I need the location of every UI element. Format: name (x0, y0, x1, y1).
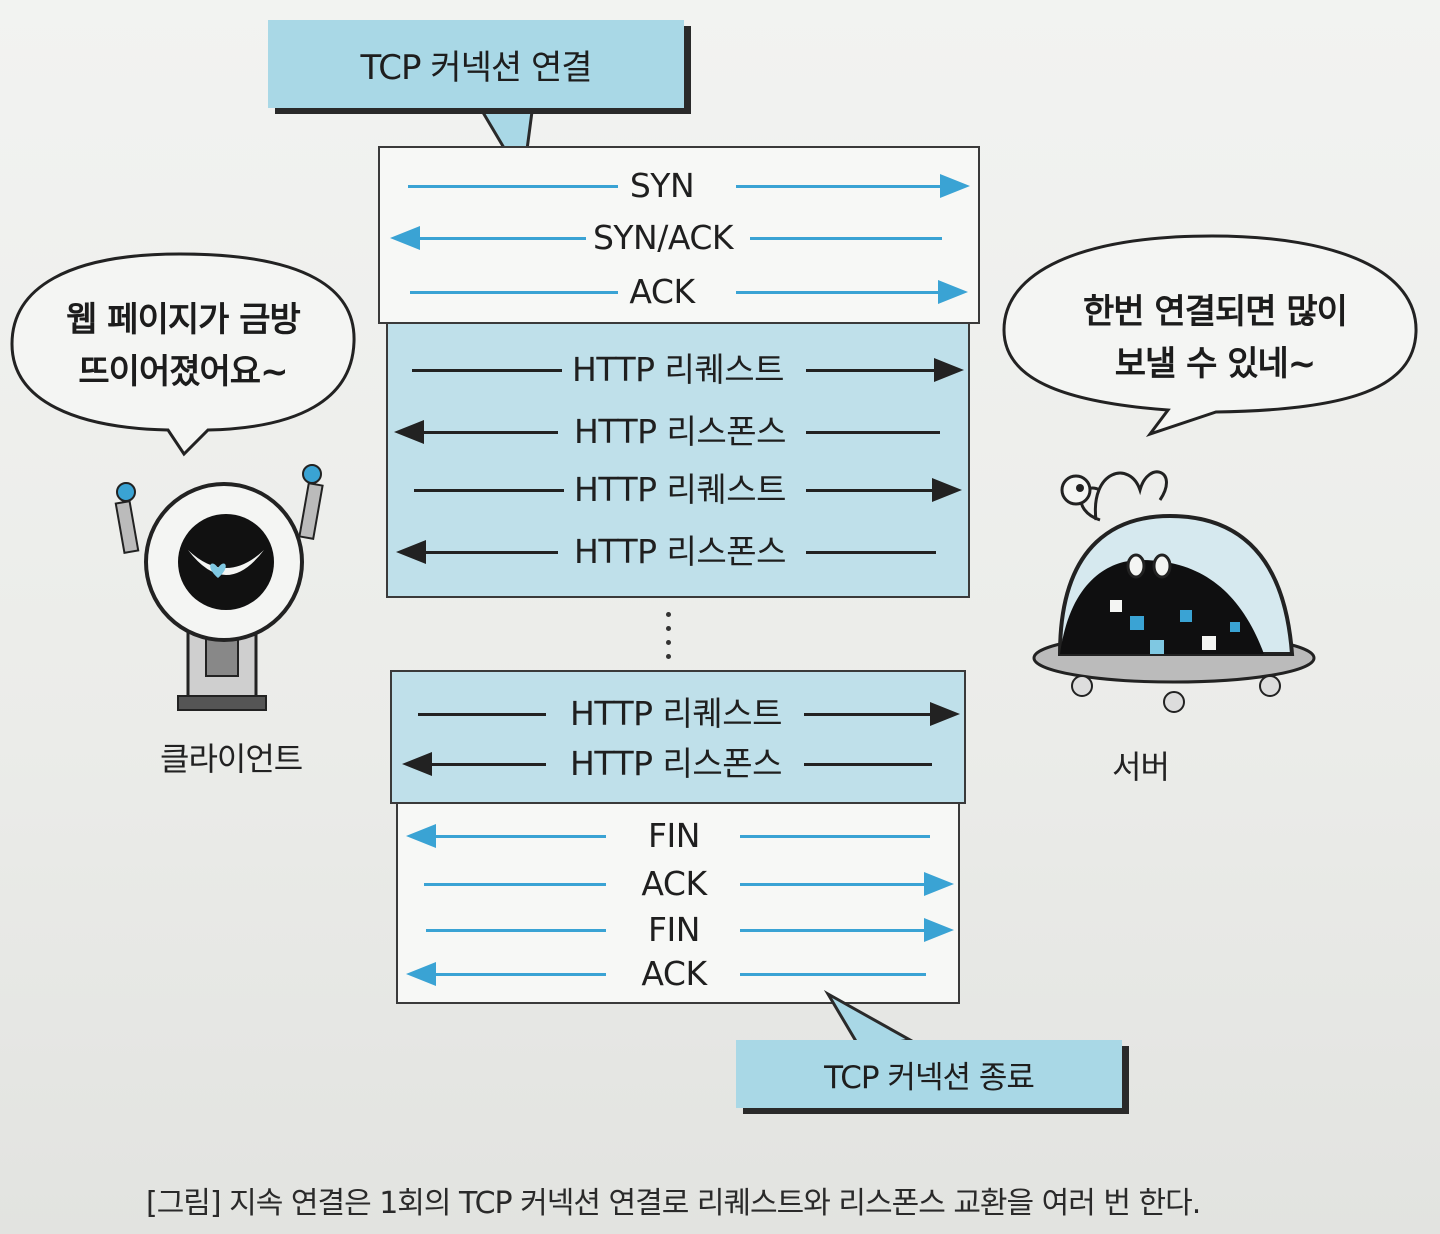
message-label: HTTP 리퀘스트 (574, 470, 786, 509)
arrow-left-icon (406, 962, 436, 986)
tcp-connect-label: TCP 커넥션 연결 (360, 47, 592, 88)
figure-caption: [그림] 지속 연결은 1회의 TCP 커넥션 연결로 리퀘스트와 리스폰스 교… (146, 1186, 1201, 1221)
message-label: HTTP 리스폰스 (574, 412, 786, 451)
tcp-close-label: TCP 커넥션 종료 (824, 1059, 1035, 1096)
message-label: HTTP 리스폰스 (574, 532, 786, 571)
message-label: SYN/ACK (592, 218, 734, 257)
arrow-right-icon (924, 872, 954, 896)
message-label: ACK (641, 954, 707, 993)
server-label: 서버 (1112, 748, 1170, 786)
continuation-dots (666, 612, 671, 668)
message-label: HTTP 리스폰스 (570, 744, 782, 783)
handshake-box: SYN SYN/ACK ACK (378, 146, 980, 324)
arrow-right-icon (930, 702, 960, 726)
arrow-right-icon (938, 280, 968, 304)
arrow-right-icon (934, 358, 964, 382)
teardown-box: FIN ACK FIN ACK (396, 802, 960, 1004)
http-exchange-box-2: HTTP 리퀘스트 HTTP 리스폰스 (390, 670, 966, 804)
message-label: ACK (641, 864, 707, 903)
client-speech-bubble (10, 252, 356, 457)
arrow-right-icon (932, 478, 962, 502)
message-label: ACK (629, 272, 695, 311)
arrow-left-icon (390, 226, 420, 250)
client-label: 클라이언트 (160, 740, 303, 778)
message-label: FIN (648, 910, 700, 949)
http-exchange-box-1: HTTP 리퀘스트 HTTP 리스폰스 HTTP 리퀘스트 HTTP 리스폰스 (386, 322, 970, 598)
message-label: HTTP 리퀘스트 (570, 694, 782, 733)
arrow-right-icon (924, 918, 954, 942)
server-robot-illustration (1032, 470, 1316, 713)
server-speech-bubble (1002, 234, 1418, 437)
message-label: HTTP 리퀘스트 (572, 350, 784, 389)
message-label: FIN (648, 816, 700, 855)
client-speech-text: 웹 페이지가 금방 뜨이어졌어요~ (66, 300, 301, 392)
arrow-left-icon (394, 420, 424, 444)
tcp-connect-callout: TCP 커넥션 연결 (268, 20, 684, 108)
arrow-right-icon (940, 174, 970, 198)
message-label: SYN (629, 166, 695, 205)
tcp-close-callout: TCP 커넥션 종료 (736, 1040, 1122, 1108)
arrow-left-icon (406, 824, 436, 848)
arrow-left-icon (396, 540, 426, 564)
client-robot-illustration (114, 464, 324, 711)
arrow-left-icon (402, 752, 432, 776)
server-speech-text: 한번 연결되면 많이 보낼 수 있네~ (1083, 292, 1348, 384)
